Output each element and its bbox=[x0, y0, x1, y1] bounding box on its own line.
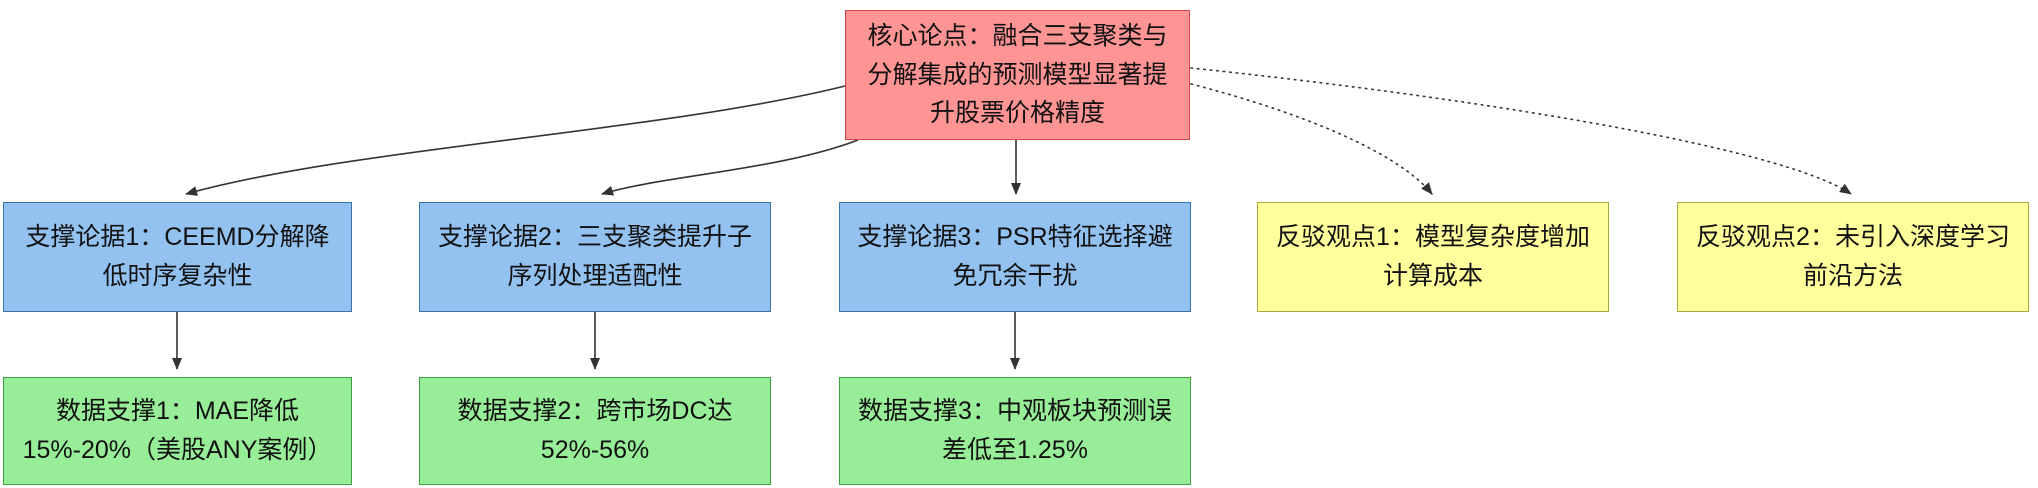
node-rebuttal-2: 反驳观点2：未引入深度学习前沿方法 bbox=[1677, 202, 2029, 312]
data-support-1-label: 数据支撑1：MAE降低15%-20%（美股ANY案例） bbox=[22, 397, 333, 464]
rebuttal-2-label: 反驳观点2：未引入深度学习前沿方法 bbox=[1696, 223, 2010, 290]
node-data-support-2: 数据支撑2：跨市场DC达52%-56% bbox=[419, 377, 771, 485]
edge-core-to-rebuttal2 bbox=[1190, 67, 1852, 195]
node-data-support-1: 数据支撑1：MAE降低15%-20%（美股ANY案例） bbox=[3, 377, 352, 485]
node-support-2: 支撑论据2：三支聚类提升子序列处理适配性 bbox=[419, 202, 771, 312]
core-claim-label: 核心论点：融合三支聚类与分解集成的预测模型显著提升股票价格精度 bbox=[867, 21, 1168, 128]
node-data-support-3: 数据支撑3：中观板块预测误差低至1.25% bbox=[839, 377, 1191, 485]
support-2-label: 支撑论据2：三支聚类提升子序列处理适配性 bbox=[438, 223, 752, 290]
data-support-2-label: 数据支撑2：跨市场DC达52%-56% bbox=[457, 397, 733, 464]
node-core-claim: 核心论点：融合三支聚类与分解集成的预测模型显著提升股票价格精度 bbox=[845, 10, 1190, 140]
node-rebuttal-1: 反驳观点1：模型复杂度增加计算成本 bbox=[1257, 202, 1609, 312]
rebuttal-1-label: 反驳观点1：模型复杂度增加计算成本 bbox=[1276, 223, 1590, 290]
node-support-1: 支撑论据1：CEEMD分解降低时序复杂性 bbox=[3, 202, 352, 312]
edge-core-to-support1 bbox=[185, 85, 846, 196]
support-3-label: 支撑论据3：PSR特征选择避免冗余干扰 bbox=[857, 223, 1173, 290]
edge-core-to-rebuttal1 bbox=[1190, 83, 1433, 195]
data-support-3-label: 数据支撑3：中观板块预测误差低至1.25% bbox=[858, 397, 1172, 464]
node-support-3: 支撑论据3：PSR特征选择避免冗余干扰 bbox=[839, 202, 1191, 312]
edge-core-to-support2 bbox=[601, 139, 859, 196]
support-1-label: 支撑论据1：CEEMD分解降低时序复杂性 bbox=[25, 223, 330, 290]
